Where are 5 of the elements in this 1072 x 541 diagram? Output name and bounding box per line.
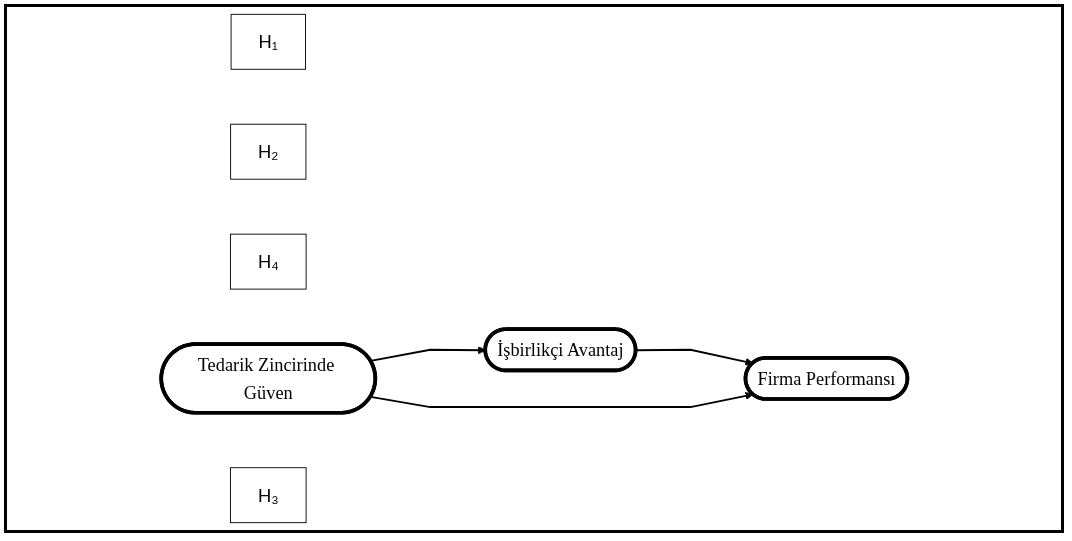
- node-box: H₂: [229, 123, 307, 180]
- node-box: H₃: [229, 467, 307, 524]
- arrow: [369, 391, 754, 408]
- node-box: H₁: [230, 13, 306, 70]
- node-box: H₄: [229, 233, 307, 290]
